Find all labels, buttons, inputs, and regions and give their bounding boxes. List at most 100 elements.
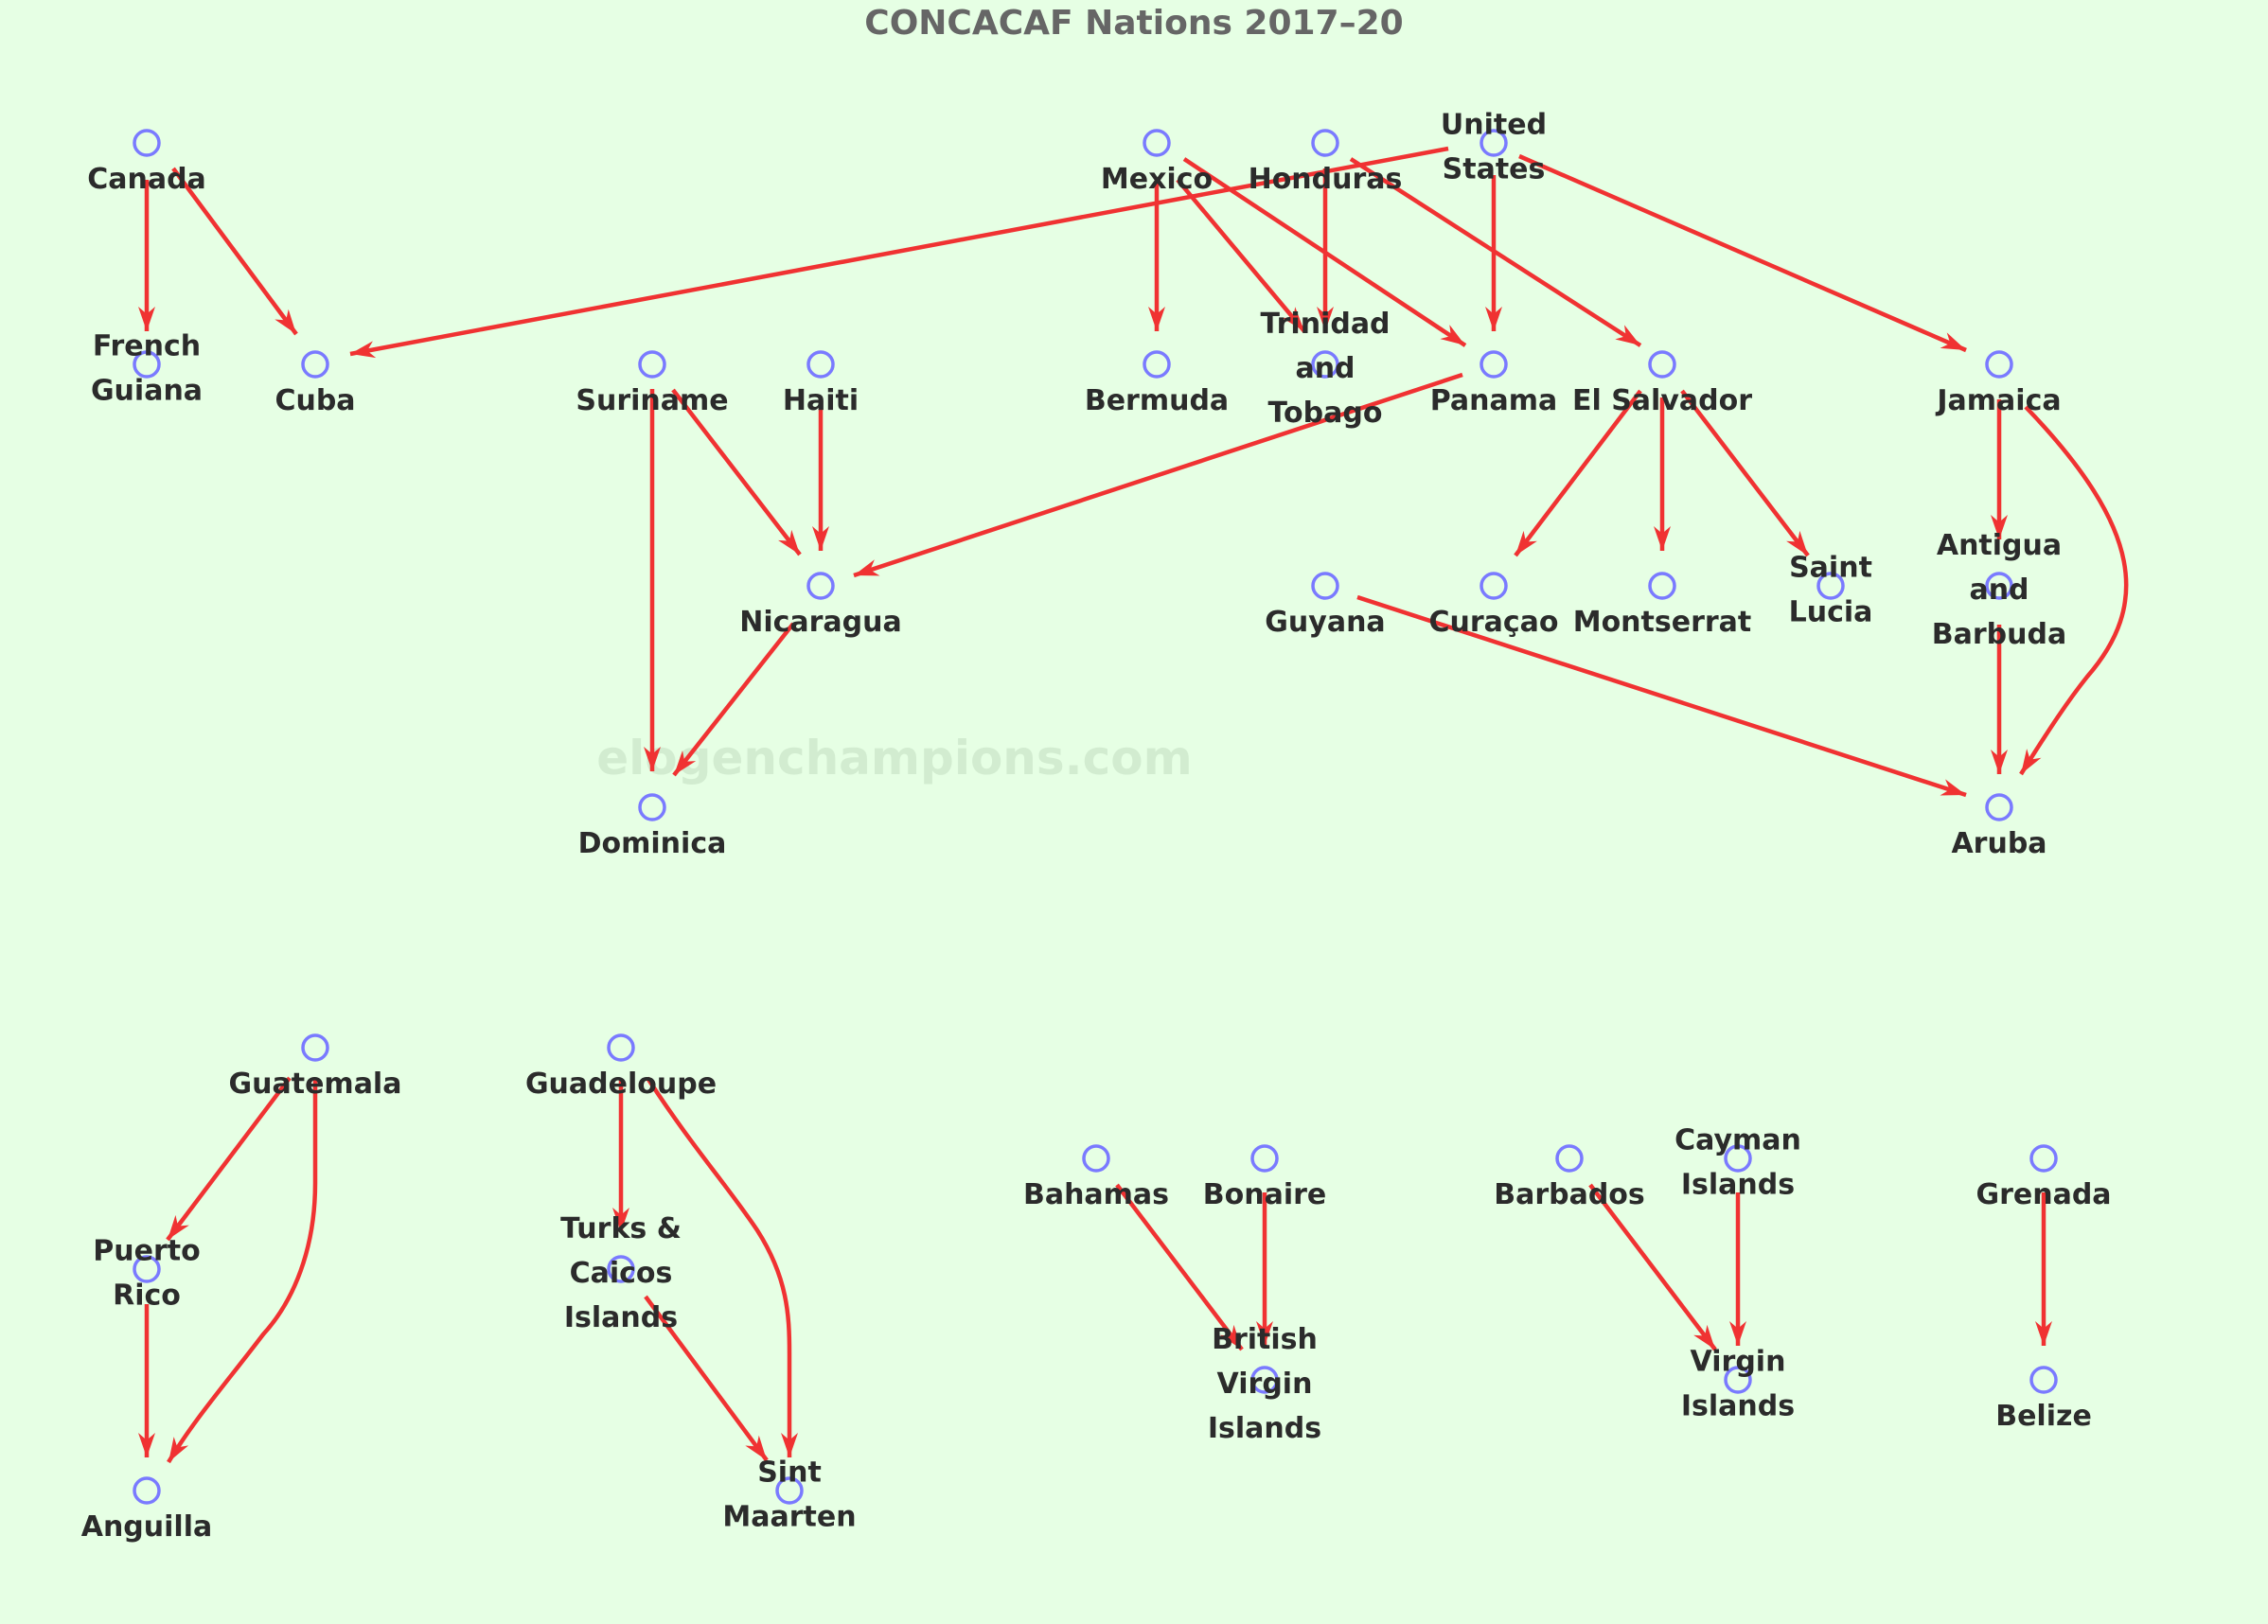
arrowhead [781, 1433, 798, 1457]
node-guadeloupe[interactable]: Guadeloupe [525, 1033, 717, 1101]
arrowhead [275, 309, 296, 334]
node-mexico[interactable]: Mexico [1101, 129, 1213, 196]
node-label-line: Guatemala [229, 1068, 402, 1101]
node-suriname[interactable]: Suriname [576, 350, 729, 417]
node-label-line: Aruba [1951, 827, 2047, 860]
node-label-line: Barbados [1494, 1178, 1645, 1211]
node-marker [1250, 1366, 1279, 1394]
node-el-salvador[interactable]: El Salvador [1572, 350, 1752, 417]
arrowhead [1693, 1324, 1715, 1350]
node-marker [133, 129, 161, 157]
node-barbados[interactable]: Barbados [1494, 1144, 1645, 1211]
node-label-line: Bermuda [1085, 384, 1229, 417]
node-belize[interactable]: Belize [1995, 1366, 2092, 1433]
edge-line [167, 1079, 318, 1464]
arrowhead [644, 747, 661, 771]
edge-guatemala-to-anguilla [167, 1079, 318, 1464]
node-label-line: Rico [113, 1280, 181, 1313]
node-curacao[interactable]: Curaçao [1428, 572, 1559, 639]
node-marker [133, 350, 161, 379]
node-label-line: Haiti [783, 384, 859, 417]
node-jamaica[interactable]: Jamaica [1935, 350, 2062, 417]
node-bahamas[interactable]: Bahamas [1023, 1144, 1169, 1211]
node-marker [1724, 1144, 1752, 1173]
arrowhead [138, 1433, 155, 1457]
edge-line [853, 372, 1463, 578]
arrowhead [1654, 526, 1671, 551]
node-grenada[interactable]: Grenada [1976, 1144, 2112, 1211]
node-label-line: Virgin [1691, 1346, 1786, 1379]
node-marker [1480, 350, 1508, 379]
node-label-line: Islands [1681, 1390, 1795, 1423]
arrowhead [1940, 332, 1966, 350]
arrowhead [1615, 325, 1640, 345]
node-marker [1985, 350, 2013, 379]
edge-el-salvador-to-saint-lucia [1680, 389, 1810, 557]
node-panama[interactable]: Panama [1430, 350, 1558, 417]
node-canada[interactable]: Canada [87, 129, 206, 196]
node-marker [1143, 129, 1171, 157]
node-bermuda[interactable]: Bermuda [1085, 350, 1229, 417]
node-label-line: Suriname [576, 384, 728, 417]
arrowhead [854, 559, 880, 576]
edge-line [166, 1076, 292, 1242]
node-aruba[interactable]: Aruba [1951, 793, 2047, 860]
node-label-line: Dominica [578, 827, 727, 860]
node-marker [1724, 1366, 1752, 1394]
node-label-line: Virgin [1217, 1368, 1313, 1401]
node-marker [607, 1255, 635, 1283]
edge-barbados-to-virgin-islands [1588, 1183, 1717, 1351]
arrowhead [778, 529, 800, 555]
node-honduras[interactable]: Honduras [1249, 129, 1403, 196]
node-nicaragua[interactable]: Nicaragua [739, 572, 902, 639]
arrowhead [612, 1208, 629, 1232]
edge-line [1115, 1183, 1244, 1351]
node-montserrat[interactable]: Montserrat [1573, 572, 1752, 639]
node-label-line: Puerto [93, 1235, 200, 1268]
node-marker [1311, 350, 1339, 379]
node-dominica[interactable]: Dominica [578, 793, 727, 860]
node-label-line: Guadeloupe [525, 1068, 717, 1101]
node-label-line: Guiana [91, 375, 203, 408]
node-bonaire[interactable]: Bonaire [1203, 1144, 1327, 1211]
edge-canada-to-cuba [171, 167, 298, 336]
edge-bahamas-to-british-virgin-islands [1115, 1183, 1244, 1351]
arrowhead [1991, 515, 2008, 539]
node-marker [1648, 572, 1676, 600]
node-marker [1311, 572, 1339, 600]
node-marker [1250, 1144, 1279, 1173]
node-guyana[interactable]: Guyana [1265, 572, 1386, 639]
arrowhead [1317, 307, 1334, 331]
node-haiti[interactable]: Haiti [783, 350, 859, 417]
node-marker [2029, 1144, 2058, 1173]
node-cuba[interactable]: Cuba [275, 350, 356, 417]
node-marker [638, 793, 666, 821]
edge-line [1514, 389, 1642, 557]
node-marker [1816, 572, 1845, 600]
edge-jamaica-to-antigua-and-barbuda [1991, 399, 2008, 539]
edge-line [1356, 594, 1967, 798]
node-marker [1480, 572, 1508, 600]
edge-line [171, 167, 298, 336]
edge-line [644, 1295, 769, 1462]
node-marker [301, 350, 329, 379]
node-label-line: Curaçao [1428, 606, 1558, 639]
node-marker [806, 572, 835, 600]
node-anguilla[interactable]: Anguilla [81, 1476, 213, 1544]
node-label-line: Grenada [1976, 1178, 2111, 1211]
node-marker [1985, 572, 2013, 600]
node-marker [775, 1476, 804, 1505]
node-guatemala[interactable]: Guatemala [229, 1033, 402, 1101]
